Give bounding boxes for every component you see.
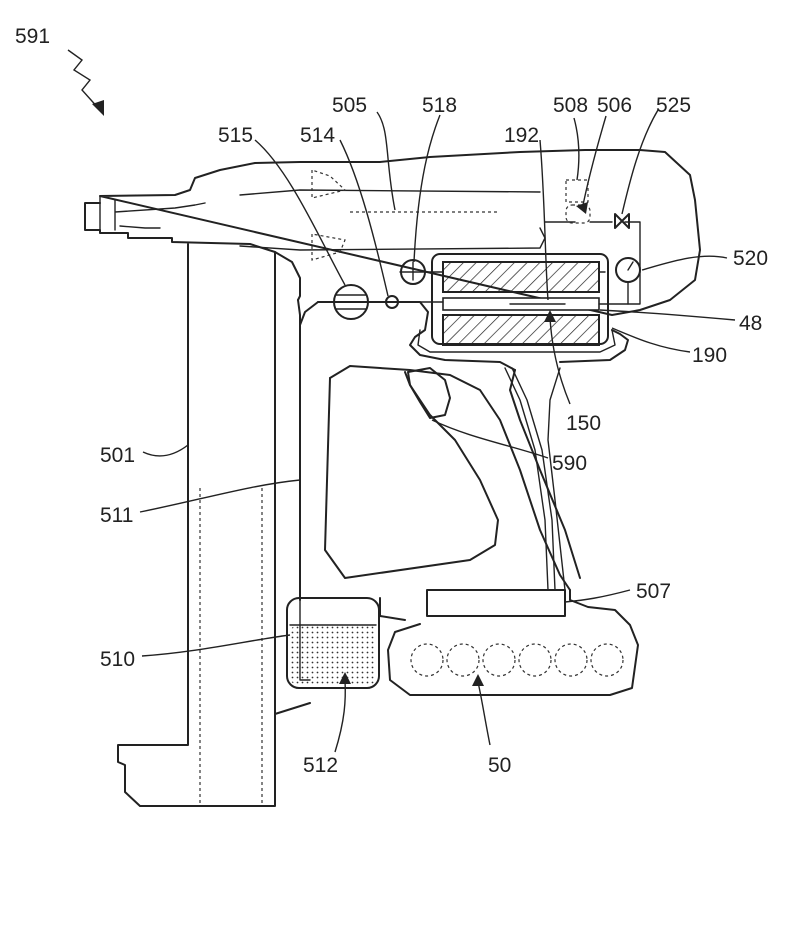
label-192: 192 <box>504 124 539 147</box>
trigger-590 <box>408 368 450 418</box>
leader-510 <box>142 635 290 656</box>
leader-591 <box>68 50 100 110</box>
leader-508 <box>574 118 579 180</box>
arrow-50 <box>472 674 484 686</box>
leader-520 <box>642 256 727 270</box>
label-501: 501 <box>100 444 135 467</box>
lower-housing <box>380 590 638 695</box>
leader-506 <box>582 116 606 210</box>
label-518: 518 <box>422 94 457 117</box>
handle-outline <box>330 366 580 590</box>
leader-525 <box>622 110 658 214</box>
leader-514 <box>340 140 388 296</box>
label-508: 508 <box>553 94 588 117</box>
label-510: 510 <box>100 648 135 671</box>
label-48: 48 <box>739 312 762 335</box>
heater-upper-hatched <box>443 262 599 292</box>
label-190: 190 <box>692 344 727 367</box>
leader-590 <box>432 420 548 458</box>
battery-cell <box>591 644 623 676</box>
battery-cell <box>483 644 515 676</box>
label-515: 515 <box>218 124 253 147</box>
label-507: 507 <box>636 580 671 603</box>
battery-pack <box>411 644 623 676</box>
duct-511 <box>298 300 318 600</box>
label-512: 512 <box>303 754 338 777</box>
nose-piece <box>100 196 205 233</box>
leader-512 <box>335 680 345 752</box>
label-511: 511 <box>100 504 133 527</box>
leader-507 <box>565 590 630 602</box>
magazine-rail <box>118 244 310 806</box>
label-50: 50 <box>488 754 511 777</box>
label-514: 514 <box>300 124 335 147</box>
arrow-506 <box>576 202 588 214</box>
battery-cell <box>411 644 443 676</box>
label-505: 505 <box>332 94 367 117</box>
heater-assembly <box>418 254 615 352</box>
label-520: 520 <box>733 247 768 270</box>
battery-cell <box>447 644 479 676</box>
label-506: 506 <box>597 94 632 117</box>
heater-lower-hatched <box>443 315 599 345</box>
label-525: 525 <box>656 94 691 117</box>
leader-501 <box>143 445 188 456</box>
trigger-cutout <box>325 372 498 578</box>
label-590: 590 <box>552 452 587 475</box>
leader-48 <box>600 310 735 320</box>
gauge-needle <box>628 262 633 270</box>
controller-board <box>427 590 565 616</box>
leader-518 <box>414 115 440 262</box>
leader-190 <box>612 328 690 352</box>
label-150: 150 <box>566 412 601 435</box>
leader-50 <box>478 682 490 745</box>
chamber-dash-top <box>312 170 345 198</box>
battery-cell <box>555 644 587 676</box>
battery-cell <box>519 644 551 676</box>
fuel-liquid <box>290 625 376 685</box>
valve-525 <box>615 214 629 228</box>
label-591: 591 <box>15 25 50 48</box>
